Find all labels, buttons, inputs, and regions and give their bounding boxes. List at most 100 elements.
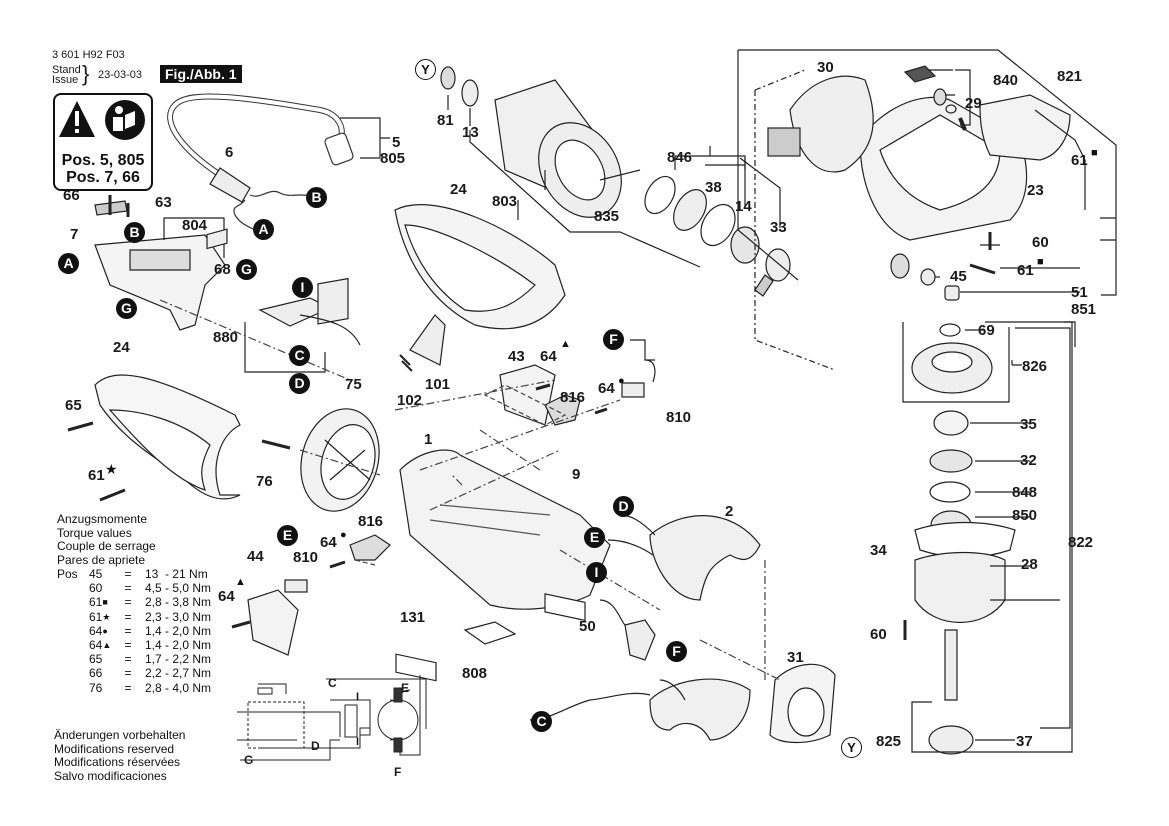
part-label-851: 851: [1071, 301, 1097, 318]
note-de: Änderungen vorbehalten: [54, 728, 186, 742]
part-label-30: 30: [817, 59, 834, 76]
torque-eq: =: [124, 609, 132, 624]
part-label-846: 846: [667, 149, 693, 166]
cord-sleeve: [209, 167, 251, 203]
wiring-diagram: [237, 675, 427, 761]
part-label-81: 81: [437, 112, 454, 129]
torque-marker: ●: [102, 625, 108, 636]
screw-64dot2: [329, 560, 346, 569]
connector-c-coil: C: [531, 711, 552, 732]
torque-pos: 61: [89, 595, 103, 610]
warning-pos-line1: Pos. 5, 805: [61, 152, 145, 169]
torque-title-es: Pares de apriete: [57, 552, 146, 567]
connector-e-brush: E: [277, 525, 298, 546]
torque-eq: =: [124, 666, 132, 681]
connector-e-coil: E: [584, 527, 605, 548]
part-label-63: 63: [155, 194, 172, 211]
part-label-6: 6: [225, 144, 234, 161]
part-label-808: 808: [462, 665, 488, 682]
pin-840: [958, 117, 967, 131]
part-label-850: 850: [1012, 507, 1038, 524]
dot-marker-2: ●: [340, 529, 347, 541]
part-label-45: 45: [950, 268, 967, 285]
brace: }: [82, 61, 90, 86]
torque-row: 45=13 - 21 Nm: [89, 567, 211, 581]
cord-plug: [324, 132, 354, 166]
part-label-50: 50: [579, 618, 596, 635]
part-label-33: 33: [770, 219, 787, 236]
connector-i-holder: I: [586, 562, 607, 583]
part-label-37: 37: [1016, 733, 1033, 750]
torque-pos: 76: [89, 680, 103, 695]
circlip-69: [939, 323, 961, 337]
torque-title-de: Anzugsmomente: [57, 512, 148, 526]
part-label-31: 31: [787, 649, 804, 666]
bearing-35: [933, 410, 969, 436]
switch-body: [94, 234, 226, 331]
part-label-23: 23: [1027, 182, 1044, 199]
torque-pos: 65: [89, 652, 103, 667]
torque-pos: 61: [89, 609, 103, 624]
screw-76: [261, 439, 291, 450]
part-label-43: 43: [508, 348, 525, 365]
torque-marker: ■: [102, 597, 108, 608]
torque-pos: 64: [89, 623, 103, 638]
torque-marker: ▲: [102, 640, 112, 651]
part-label-5: 5: [392, 134, 401, 151]
connector-g-switch: G: [116, 298, 137, 319]
connector-f-coil: F: [666, 641, 687, 662]
connector-f-brush: F: [603, 329, 624, 350]
part-label-810-top: 810: [666, 409, 692, 426]
part-label-66: 66: [63, 187, 80, 204]
wiring-label-e: E: [401, 681, 410, 695]
dot-marker: ●: [618, 375, 625, 387]
brush-810b: [284, 579, 308, 593]
modification-notes: Änderungen vorbehalten Modifications res…: [54, 728, 186, 783]
field-coil-2: [649, 515, 761, 601]
part-label-821: 821: [1057, 68, 1083, 85]
guard-ring-30: [789, 75, 874, 173]
torque-eq: =: [124, 638, 132, 653]
label-808: [463, 621, 517, 645]
torque-title-fr: Couple de serrage: [57, 539, 156, 553]
pos-label: Pos: [57, 567, 78, 581]
part-label-24-cover: 24: [450, 181, 467, 198]
wiring-label-c: C: [328, 676, 337, 690]
brush-810a: [621, 382, 645, 398]
star-marker: ★: [105, 461, 118, 477]
part-label-804: 804: [182, 217, 208, 234]
part-label-9: 9: [572, 466, 581, 483]
part-label-102: 102: [397, 392, 423, 409]
part-label-1: 1: [424, 431, 433, 448]
part-label-840: 840: [993, 72, 1019, 89]
part-label-7: 7: [70, 226, 79, 243]
triangle-marker: ▲: [560, 338, 571, 350]
issue-label: Issue: [52, 74, 79, 86]
torque-value: 2,8 - 4,0 Nm: [145, 680, 212, 695]
screw-64tri2: [231, 620, 251, 629]
part-label-51: 51: [1071, 284, 1088, 301]
part-label-35: 35: [1020, 416, 1037, 433]
note-es: Salvo modificaciones: [54, 768, 167, 783]
part-label-64-dot: 64: [598, 380, 615, 397]
spring-102: [399, 354, 413, 372]
torque-value: 1,4 - 2,0 Nm: [145, 638, 212, 653]
brush-holder-816b: [349, 534, 391, 561]
triangle-marker-2: ▲: [235, 576, 246, 588]
connector-b-switch: B: [124, 222, 145, 243]
nut-45: [920, 268, 936, 286]
warning-triangle-icon: [59, 101, 95, 137]
part-label-13: 13: [462, 124, 479, 141]
torque-marker: ★: [102, 611, 111, 622]
lock-button: [767, 127, 801, 157]
torque-eq: =: [124, 595, 132, 610]
connector-a-switch: A: [58, 253, 79, 274]
part-label-816-top: 816: [560, 389, 586, 406]
shaft-piece: [754, 274, 774, 297]
part-label-848: 848: [1012, 484, 1038, 501]
bearing-81: [440, 66, 456, 90]
electronic-box: [317, 277, 349, 325]
torque-value: 4,5 - 5,0 Nm: [145, 581, 212, 596]
brush-holder-50: [624, 619, 656, 661]
part-label-34: 34: [870, 542, 887, 559]
